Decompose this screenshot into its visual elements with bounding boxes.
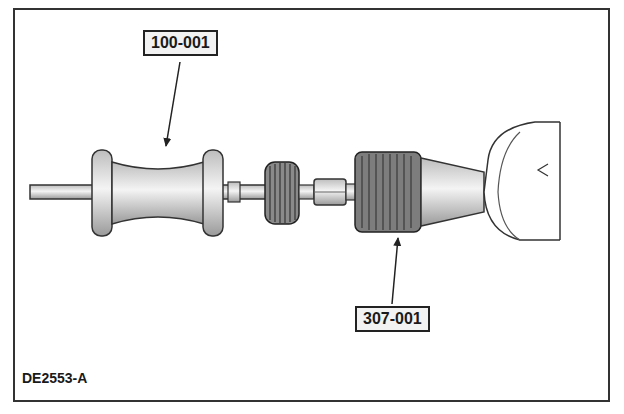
handle-grip xyxy=(112,162,204,224)
leader-line xyxy=(392,238,398,304)
adapter-taper xyxy=(421,158,484,226)
callout-number: 307-001 xyxy=(355,306,430,332)
leader-line xyxy=(166,62,180,146)
housing-edge xyxy=(559,122,561,240)
collar xyxy=(228,182,240,202)
adapter-body xyxy=(355,152,421,232)
knurling xyxy=(270,163,295,223)
threaded-stud xyxy=(299,185,314,199)
figure-code: DE2553-A xyxy=(22,370,87,386)
handle-flange xyxy=(92,150,112,236)
frame xyxy=(14,9,609,401)
hex-nut xyxy=(314,179,346,205)
nut-edge xyxy=(314,192,346,193)
component-housing xyxy=(484,122,560,240)
handle-flange xyxy=(203,150,223,236)
callout-number: 100-001 xyxy=(143,30,218,56)
knurled-knob xyxy=(265,162,299,224)
direction-mark xyxy=(538,164,548,176)
housing-edge xyxy=(498,132,520,240)
knurling xyxy=(362,154,411,230)
